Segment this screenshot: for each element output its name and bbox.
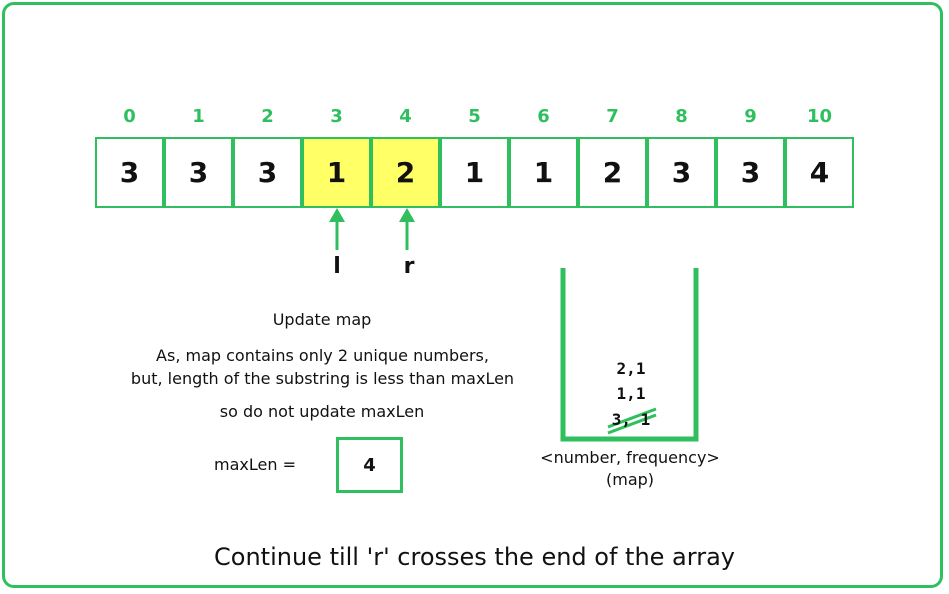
array-cell: 3	[95, 137, 164, 208]
maxlen-value-box: 4	[336, 437, 403, 493]
array-index-label: 10	[806, 106, 833, 127]
array-index-label: 4	[399, 106, 412, 127]
array-index-label: 8	[675, 106, 688, 127]
map-caption-line-2: (map)	[605, 470, 655, 489]
diagram-frame	[2, 2, 943, 588]
array-cell: 3	[716, 137, 785, 208]
array-cell: 3	[164, 137, 233, 208]
explanation-line-3: but, length of the substring is less tha…	[130, 369, 515, 388]
map-entry: 1,1	[616, 384, 646, 403]
maxlen-label: maxLen =	[214, 455, 296, 474]
array-cell: 2	[578, 137, 647, 208]
array-cell: 1	[509, 137, 578, 208]
explanation-title: Update map	[272, 310, 372, 329]
array-cell: 1	[440, 137, 509, 208]
array-index-label: 7	[606, 106, 619, 127]
left-pointer-label: l	[333, 254, 341, 279]
array-cell: 3	[233, 137, 302, 208]
array-index-label: 5	[468, 106, 481, 127]
array-index-label: 6	[537, 106, 550, 127]
explanation-line-2: As, map contains only 2 unique numbers,	[156, 346, 489, 365]
map-entry-struck: 3, 1	[611, 410, 651, 429]
array-index-label: 1	[192, 106, 205, 127]
array-index-label: 0	[123, 106, 136, 127]
map-caption-line-1: <number, frequency>	[540, 448, 720, 467]
array-index-label: 9	[744, 106, 757, 127]
bottom-caption: Continue till 'r' crosses the end of the…	[214, 543, 735, 571]
map-entry: 2,1	[616, 359, 646, 378]
array-cell-highlighted: 2	[371, 137, 440, 208]
array-cell: 4	[785, 137, 854, 208]
array-cell-highlighted: 1	[302, 137, 371, 208]
explanation-line-4: so do not update maxLen	[219, 402, 425, 421]
array-cell: 3	[647, 137, 716, 208]
right-pointer-label: r	[403, 254, 415, 279]
array-index-label: 3	[330, 106, 343, 127]
array-index-label: 2	[261, 106, 274, 127]
